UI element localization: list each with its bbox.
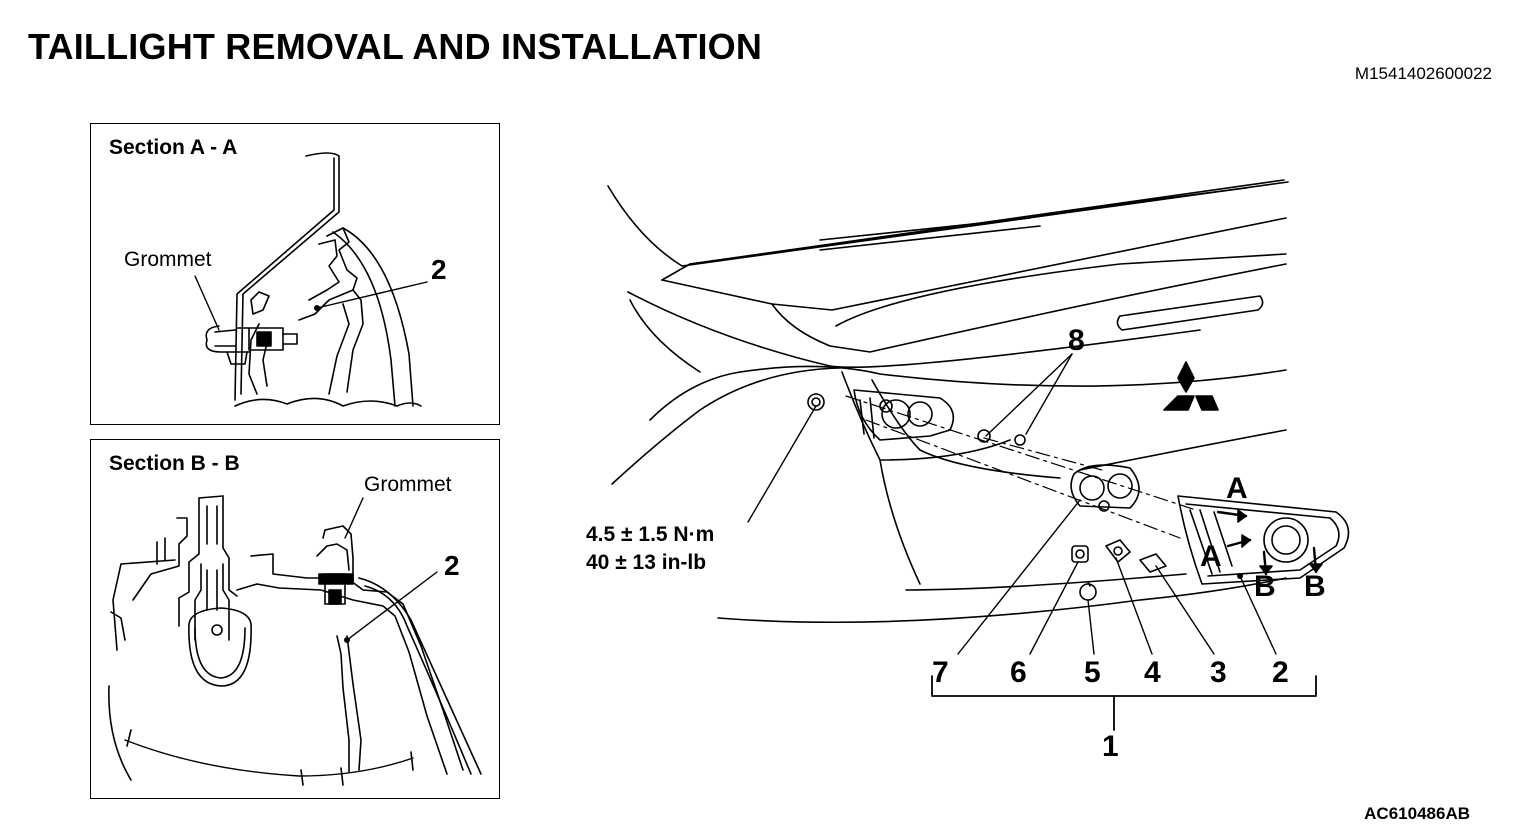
section-b-drawing (108, 495, 482, 786)
section-a-title: Section A - A (109, 136, 238, 159)
callout-4: 4 (1144, 656, 1161, 689)
torque-spec-metric: 4.5 ± 1.5 N·m (586, 523, 715, 546)
section-b-callout-2: 2 (444, 550, 460, 581)
torque-spec-imperial: 40 ± 13 in-lb (586, 551, 707, 574)
section-a-grommet-label: Grommet (124, 248, 212, 271)
section-a-callout-2: 2 (431, 254, 447, 285)
callout-6: 6 (1010, 656, 1027, 689)
section-b-title: Section B - B (109, 452, 240, 475)
section-marker-b-right: B (1304, 570, 1326, 603)
callout-1: 1 (1102, 730, 1119, 763)
torque-spec: 4.5 ± 1.5 N·m 40 ± 13 in-lb (586, 521, 714, 577)
section-a-panel: Section A - A Grommet 2 (90, 123, 500, 425)
section-marker-a-bottom: A (1200, 540, 1222, 573)
section-marker-a-top: A (1226, 472, 1248, 505)
callout-7: 7 (932, 656, 949, 689)
callout-5: 5 (1084, 656, 1101, 689)
page-title: TAILLIGHT REMOVAL AND INSTALLATION (28, 26, 763, 67)
section-b-grommet-label: Grommet (364, 473, 452, 496)
section-a-drawing (194, 152, 428, 407)
figure-code: AC610486AB (1364, 804, 1470, 823)
callout-8: 8 (1068, 324, 1085, 357)
callout-2: 2 (1272, 656, 1289, 689)
document-code: M1541402600022 (1354, 64, 1492, 83)
section-marker-b-left: B (1254, 570, 1276, 603)
section-b-panel: Section B - B Grommet 2 (90, 439, 500, 799)
callout-3: 3 (1210, 656, 1227, 689)
mitsubishi-emblem (1163, 361, 1219, 411)
